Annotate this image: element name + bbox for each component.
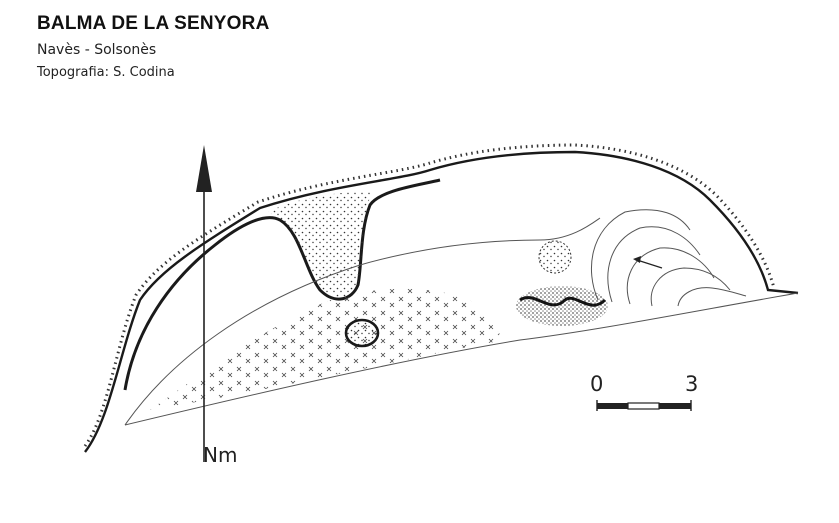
floor-baseline xyxy=(124,292,799,426)
north-label: Nm xyxy=(203,443,237,467)
north-arrow-icon xyxy=(196,145,212,462)
slope-arrow-icon xyxy=(633,256,663,269)
cave-title: BALMA DE LA SENYORA xyxy=(37,13,270,34)
sediment-deposit xyxy=(268,191,372,298)
concretion-zone xyxy=(516,286,608,326)
inner-wall xyxy=(123,178,441,391)
floor-boundary xyxy=(124,217,601,426)
cave-outline xyxy=(84,150,799,453)
boulder xyxy=(344,318,380,348)
outer-rubble-edge xyxy=(83,143,776,447)
block-fall-area xyxy=(150,288,505,410)
survey-credit: Topografia: S. Codina xyxy=(37,65,175,80)
scale-label-start: 0 xyxy=(590,372,603,396)
scale-label-end: 3 xyxy=(685,372,698,396)
speleothem-cluster xyxy=(538,240,572,274)
scale-bar xyxy=(596,400,692,411)
location-subtitle: Navès - Solsonès xyxy=(37,42,157,58)
slope-contours xyxy=(591,209,747,307)
